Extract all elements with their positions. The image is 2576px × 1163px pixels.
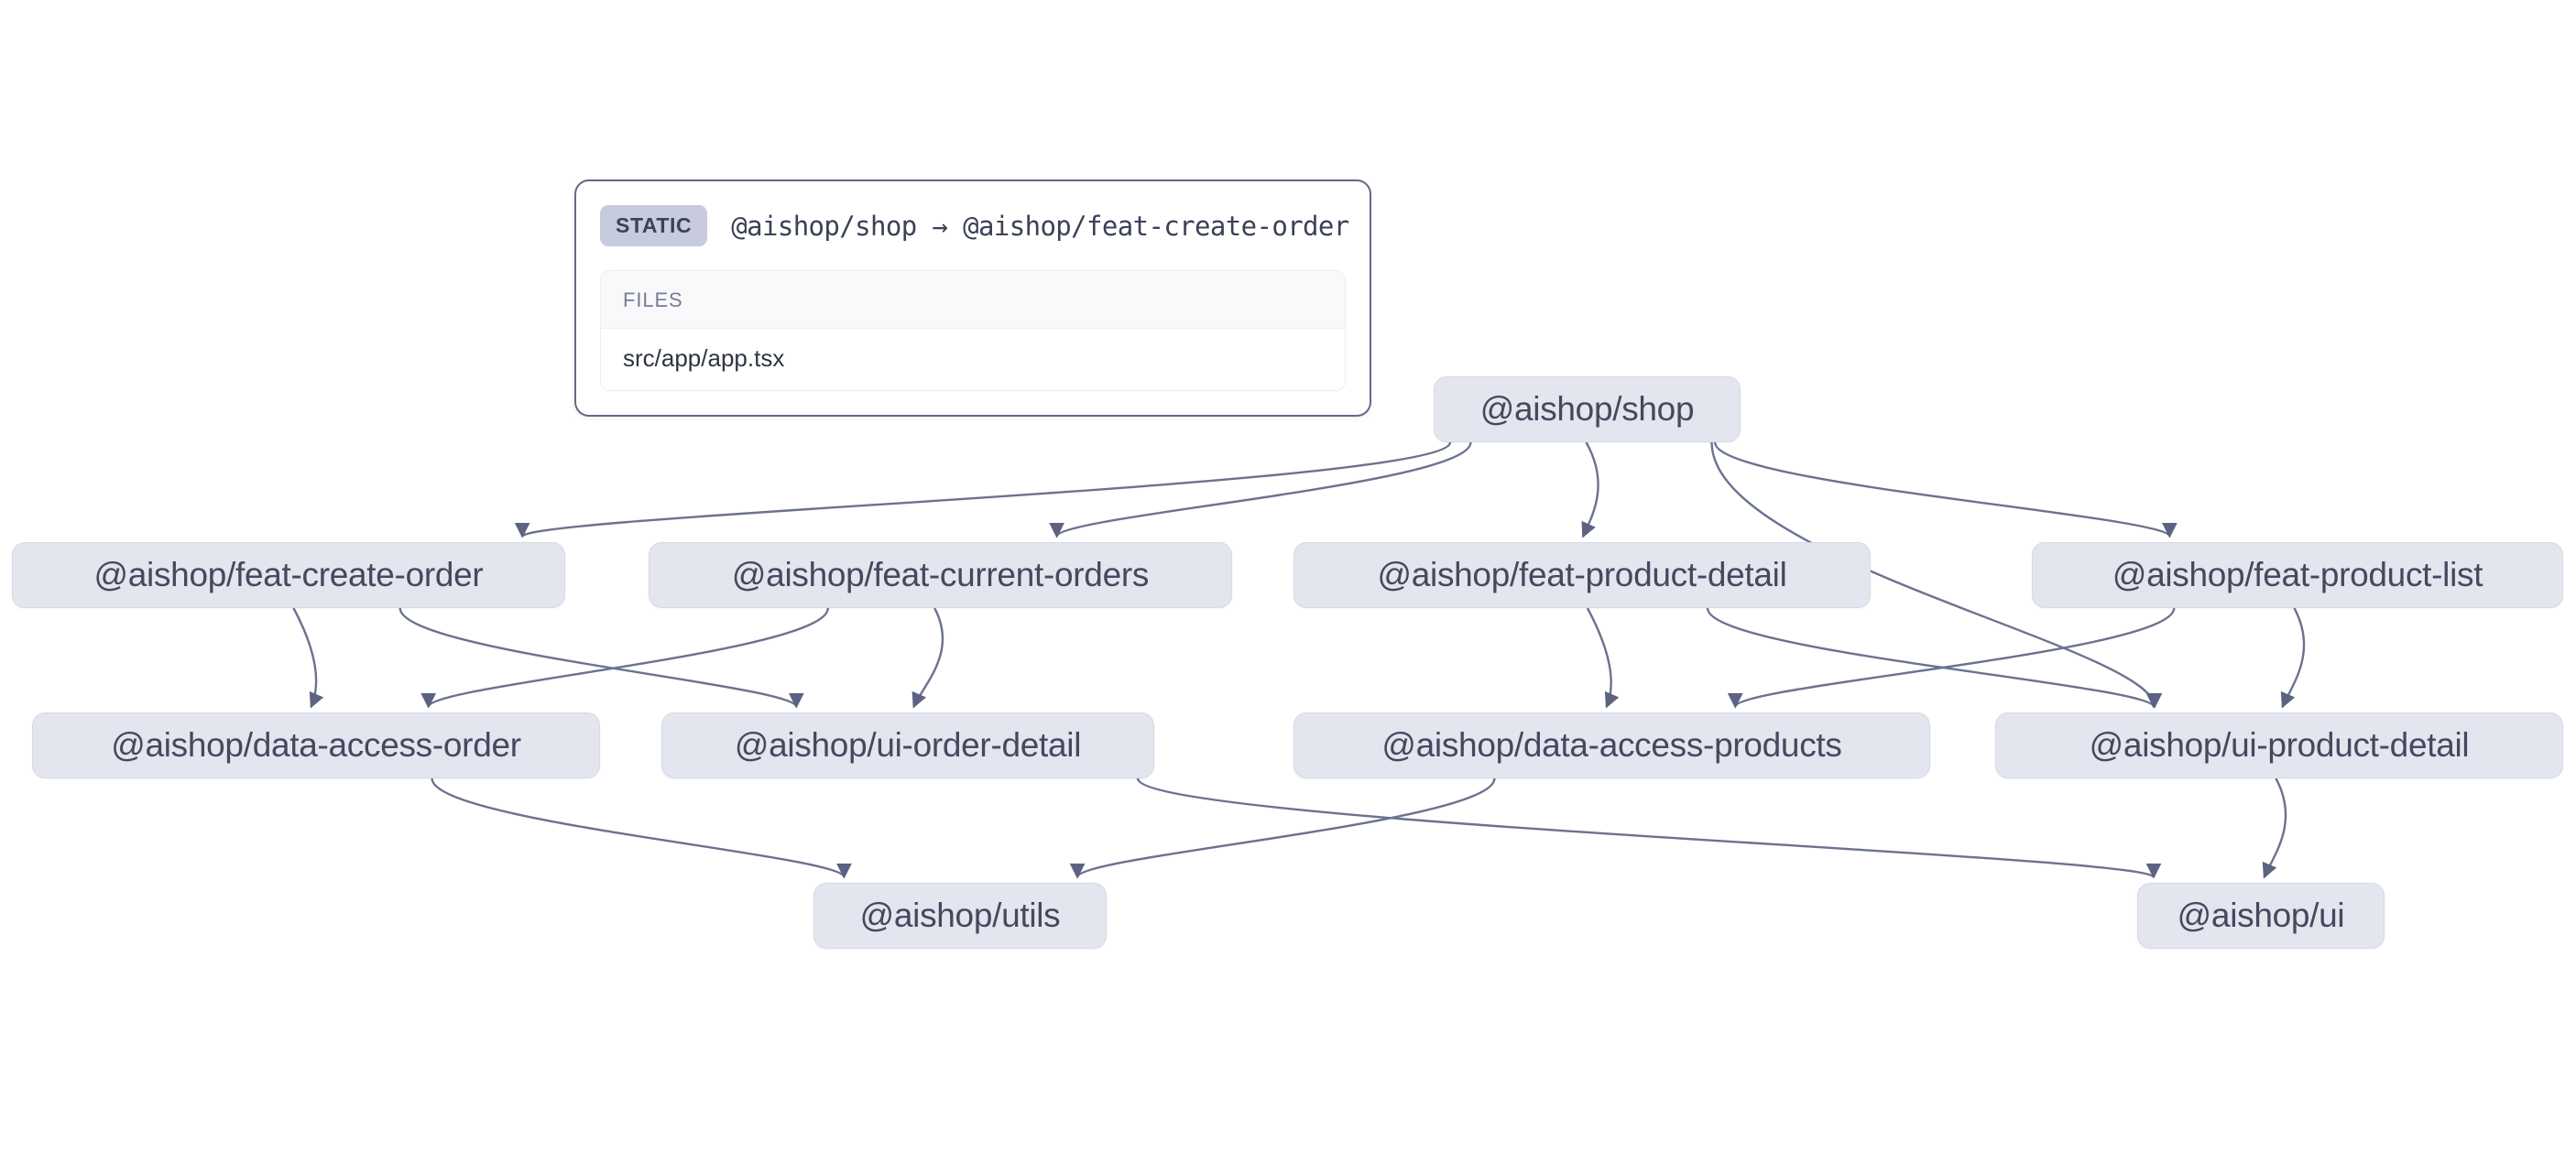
graph-edge-feat-create-order-to-ui-order-detail[interactable] xyxy=(398,607,804,709)
graph-edge-shop-to-feat-current-orders[interactable] xyxy=(1049,441,1472,538)
graph-node-label: @aishop/feat-create-order xyxy=(93,556,484,593)
graph-node-feat-create-order[interactable]: @aishop/feat-create-order xyxy=(12,542,565,608)
graph-node-feat-product-detail[interactable]: @aishop/feat-product-detail xyxy=(1293,542,1871,608)
graph-edge-feat-create-order-to-data-access-order[interactable] xyxy=(292,607,324,709)
tooltip-title: @aishop/shop → @aishop/feat-create-order xyxy=(731,210,1349,242)
graph-node-label: @aishop/ui xyxy=(2177,897,2345,934)
graph-node-label: @aishop/data-access-products xyxy=(1381,726,1842,764)
graph-node-shop[interactable]: @aishop/shop xyxy=(1434,376,1741,442)
graph-edge-feat-product-list-to-ui-product-detail[interactable] xyxy=(2280,607,2306,709)
graph-node-label: @aishop/utils xyxy=(859,897,1061,934)
graph-edge-data-access-products-to-utils[interactable] xyxy=(1069,777,1496,879)
graph-node-label: @aishop/data-access-order xyxy=(111,726,521,764)
graph-edge-feat-product-detail-to-data-access-products[interactable] xyxy=(1586,607,1620,709)
graph-node-feat-current-orders[interactable]: @aishop/feat-current-orders xyxy=(649,542,1232,608)
file-row[interactable]: src/app/app.tsx xyxy=(601,329,1345,390)
graph-edge-ui-product-detail-to-ui[interactable] xyxy=(2262,777,2287,879)
graph-node-label: @aishop/feat-product-detail xyxy=(1377,556,1787,593)
files-section-header: FILES xyxy=(601,271,1345,329)
graph-edge-feat-current-orders-to-data-access-order[interactable] xyxy=(420,607,830,709)
graph-node-label: @aishop/ui-product-detail xyxy=(2089,726,2470,764)
edge-paths xyxy=(292,441,2306,879)
graph-node-ui-product-detail[interactable]: @aishop/ui-product-detail xyxy=(1995,712,2563,778)
graph-edge-shop-to-feat-product-detail[interactable] xyxy=(1581,441,1599,538)
graph-node-data-access-products[interactable]: @aishop/data-access-products xyxy=(1293,712,1930,778)
graph-edge-feat-product-list-to-data-access-products[interactable] xyxy=(1728,607,2176,709)
graph-node-data-access-order[interactable]: @aishop/data-access-order xyxy=(32,712,600,778)
graph-edge-data-access-order-to-utils[interactable] xyxy=(431,777,852,879)
graph-node-label: @aishop/shop xyxy=(1479,390,1695,428)
tooltip-header: STATIC @aishop/shop → @aishop/feat-creat… xyxy=(600,201,1349,254)
graph-node-label: @aishop/feat-product-list xyxy=(2112,556,2483,593)
edge-detail-tooltip[interactable]: STATIC @aishop/shop → @aishop/feat-creat… xyxy=(574,179,1371,417)
files-panel: FILES src/app/app.tsx xyxy=(600,270,1346,391)
graph-edge-shop-to-feat-create-order[interactable] xyxy=(515,441,1452,538)
graph-edge-ui-order-detail-to-ui[interactable] xyxy=(1136,777,2161,879)
graph-edge-shop-to-feat-product-list[interactable] xyxy=(1713,441,2178,538)
graph-node-feat-product-list[interactable]: @aishop/feat-product-list xyxy=(2032,542,2563,608)
graph-node-label: @aishop/ui-order-detail xyxy=(734,726,1082,764)
files-list: src/app/app.tsx xyxy=(601,329,1345,390)
graph-edge-feat-product-detail-to-ui-product-detail[interactable] xyxy=(1706,607,2162,709)
graph-node-utils[interactable]: @aishop/utils xyxy=(813,883,1107,949)
graph-node-ui-order-detail[interactable]: @aishop/ui-order-detail xyxy=(661,712,1154,778)
graph-node-label: @aishop/feat-current-orders xyxy=(731,556,1150,593)
graph-node-ui[interactable]: @aishop/ui xyxy=(2137,883,2385,949)
status-badge: STATIC xyxy=(600,205,708,246)
graph-edge-feat-current-orders-to-ui-order-detail[interactable] xyxy=(911,607,944,709)
